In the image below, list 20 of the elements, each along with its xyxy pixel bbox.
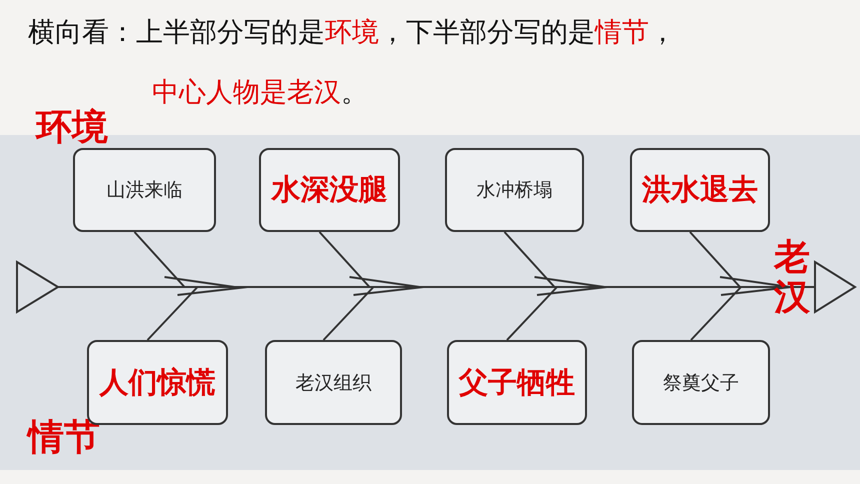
event-text: 水深没腿 <box>272 171 388 208</box>
event-text: 人们惊慌 <box>100 364 216 400</box>
event-text: 洪水退去 <box>642 171 758 208</box>
event-box <box>265 340 402 425</box>
event-text: 老汉组织 <box>296 370 372 396</box>
note-text: 中心人物是老汉。 <box>152 76 368 110</box>
event-box <box>259 148 400 232</box>
event-box <box>630 148 770 232</box>
event-text: 祭奠父子 <box>663 370 739 396</box>
event-text: 父子牺牲 <box>459 364 575 400</box>
event-text: 山洪来临 <box>106 178 182 203</box>
section-label: 环境 <box>36 108 108 148</box>
event-box <box>632 340 770 425</box>
event-text: 水冲桥塌 <box>476 178 552 203</box>
character-label: 老汉 <box>772 238 811 318</box>
event-box <box>445 148 584 232</box>
event-box <box>73 148 216 232</box>
heading: 横向看：上半部分写的是环境，下半部分写的是情节， <box>28 16 676 50</box>
section-label: 情节 <box>28 418 100 458</box>
event-box <box>447 340 587 425</box>
